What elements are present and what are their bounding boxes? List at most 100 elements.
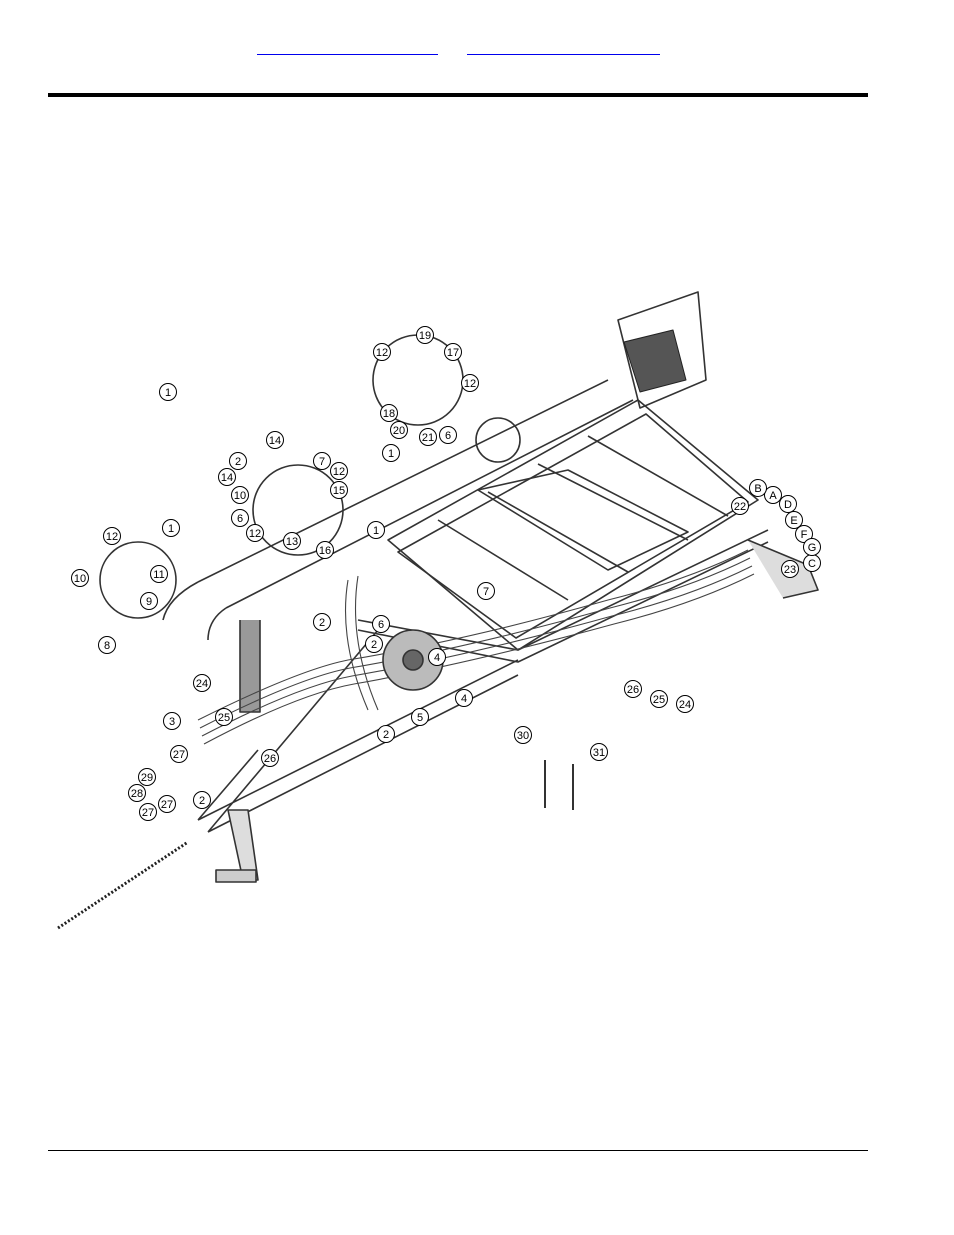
svg-text:25: 25 <box>653 694 665 706</box>
svg-text:15: 15 <box>333 485 345 497</box>
svg-text:12: 12 <box>376 347 388 359</box>
callout-12-4: 12 <box>373 343 391 361</box>
svg-text:18: 18 <box>383 408 395 420</box>
callout-21-1: 21 <box>419 428 437 446</box>
callout-30-1: 30 <box>514 726 532 744</box>
svg-text:G: G <box>808 542 817 554</box>
callout-2-1: 2 <box>229 452 247 470</box>
callout-4-1: 4 <box>428 648 446 666</box>
svg-text:6: 6 <box>237 513 243 525</box>
svg-text:22: 22 <box>734 501 746 513</box>
svg-text:2: 2 <box>235 456 241 468</box>
safety-chain <box>57 840 189 930</box>
callout-F-1: F <box>795 525 813 543</box>
callout-9-1: 9 <box>140 592 158 610</box>
callout-6-2: 6 <box>372 615 390 633</box>
svg-text:19: 19 <box>419 330 431 342</box>
svg-text:10: 10 <box>234 490 246 502</box>
svg-text:4: 4 <box>434 652 440 664</box>
svg-text:D: D <box>784 499 792 511</box>
svg-text:17: 17 <box>447 347 459 359</box>
svg-text:7: 7 <box>483 586 489 598</box>
callout-25-2: 25 <box>650 690 668 708</box>
callout-24-1: 24 <box>193 674 211 692</box>
svg-text:27: 27 <box>161 799 173 811</box>
callout-31-1: 31 <box>590 743 608 761</box>
svg-text:B: B <box>754 483 761 495</box>
footer-rule <box>48 1150 868 1151</box>
svg-text:12: 12 <box>249 528 261 540</box>
svg-text:3: 3 <box>169 716 175 728</box>
svg-text:11: 11 <box>153 569 164 581</box>
frame-top <box>387 399 759 651</box>
callout-11-1: 11 <box>150 565 168 583</box>
svg-text:12: 12 <box>333 466 345 478</box>
callout-A-1: A <box>764 486 782 504</box>
machine-drawing <box>57 291 819 930</box>
svg-text:A: A <box>769 490 777 502</box>
svg-text:27: 27 <box>173 749 185 761</box>
svg-text:8: 8 <box>104 640 110 652</box>
callout-6-3: 6 <box>439 426 457 444</box>
svg-text:31: 31 <box>593 747 605 759</box>
callout-1-2: 1 <box>367 521 385 539</box>
svg-text:7: 7 <box>319 456 325 468</box>
callout-23-1: 23 <box>781 560 799 578</box>
svg-text:27: 27 <box>142 807 154 819</box>
callout-E-1: E <box>785 511 803 529</box>
callout-1-4: 1 <box>382 444 400 462</box>
jack-stand <box>227 809 259 881</box>
svg-text:14: 14 <box>221 472 233 484</box>
callout-12-1: 12 <box>103 527 121 545</box>
svg-text:E: E <box>790 515 797 527</box>
callout-2-3: 2 <box>365 635 383 653</box>
callout-25-1: 25 <box>215 708 233 726</box>
svg-text:16: 16 <box>319 545 331 557</box>
svg-text:24: 24 <box>679 699 691 711</box>
header-link-1[interactable] <box>257 38 438 55</box>
svg-text:28: 28 <box>131 788 143 800</box>
svg-text:2: 2 <box>319 617 325 629</box>
svg-text:9: 9 <box>146 596 152 608</box>
svg-text:C: C <box>808 558 816 570</box>
svg-text:1: 1 <box>168 523 174 535</box>
svg-text:26: 26 <box>627 684 639 696</box>
svg-text:12: 12 <box>464 378 476 390</box>
detail-circle-mid <box>252 464 344 556</box>
svg-text:21: 21 <box>422 432 434 444</box>
detail-circle-left <box>99 541 177 619</box>
svg-text:29: 29 <box>141 772 153 784</box>
header-link-2[interactable] <box>467 38 660 55</box>
svg-text:5: 5 <box>417 712 423 724</box>
callout-10-1: 10 <box>71 569 89 587</box>
svg-text:26: 26 <box>264 753 276 765</box>
auger-tube <box>197 379 634 609</box>
callout-26-2: 26 <box>624 680 642 698</box>
callout-14-1: 14 <box>266 431 284 449</box>
callout-2-2: 2 <box>313 613 331 631</box>
svg-text:30: 30 <box>517 730 529 742</box>
svg-text:12: 12 <box>106 531 118 543</box>
svg-text:1: 1 <box>165 387 171 399</box>
callout-2-5: 2 <box>193 791 211 809</box>
callout-16-1: 16 <box>316 541 334 559</box>
callout-22-1: 22 <box>731 497 749 515</box>
svg-text:1: 1 <box>373 525 379 537</box>
svg-text:10: 10 <box>74 573 86 585</box>
svg-text:2: 2 <box>199 795 205 807</box>
callout-3-1: 3 <box>163 712 181 730</box>
callout-D-1: D <box>779 495 797 513</box>
callout-29-1: 29 <box>138 768 156 786</box>
callout-27-2: 27 <box>139 803 157 821</box>
callout-27-1: 27 <box>170 745 188 763</box>
svg-text:F: F <box>801 529 808 541</box>
callout-C-1: C <box>803 554 821 572</box>
callout-12-3: 12 <box>246 524 264 542</box>
svg-text:24: 24 <box>196 678 208 690</box>
header-rule <box>48 93 868 97</box>
callout-24-2: 24 <box>676 695 694 713</box>
callout-2-4: 2 <box>377 725 395 743</box>
callout-17-1: 17 <box>444 343 462 361</box>
